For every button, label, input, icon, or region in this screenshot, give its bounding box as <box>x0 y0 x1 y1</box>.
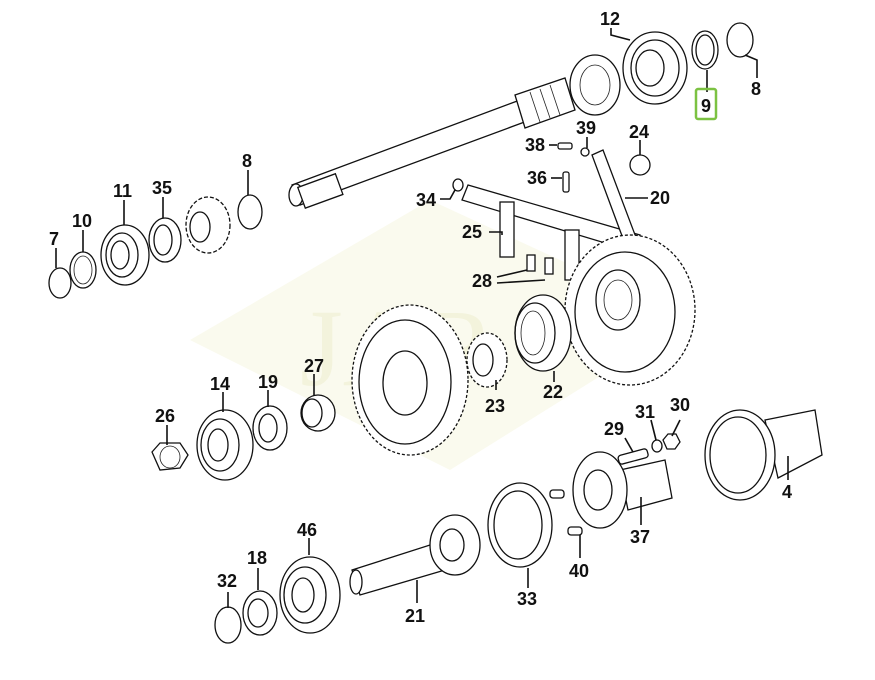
seal-35[interactable] <box>148 217 182 263</box>
washer-18[interactable] <box>242 590 278 636</box>
label-28[interactable]: 28 <box>472 271 492 291</box>
label-19[interactable]: 19 <box>258 372 278 392</box>
label-34[interactable]: 34 <box>416 190 436 210</box>
gear-23[interactable] <box>466 332 508 388</box>
nut-39[interactable] <box>580 147 590 157</box>
bearing-14[interactable] <box>196 409 254 481</box>
ring-9[interactable] <box>691 30 719 70</box>
label-24[interactable]: 24 <box>629 122 649 142</box>
pads-28[interactable] <box>526 254 554 275</box>
bearing-11[interactable] <box>100 224 150 286</box>
part-labels: 12 9 8 7 10 11 35 8 38 39 24 36 34 20 25… <box>49 9 792 626</box>
label-8-top[interactable]: 8 <box>751 79 761 99</box>
leader-lines <box>55 28 789 608</box>
synchro-22[interactable] <box>514 294 572 372</box>
label-8-left[interactable]: 8 <box>242 151 252 171</box>
selected-part-highlight <box>694 87 718 121</box>
housing-4[interactable] <box>704 409 823 501</box>
label-25[interactable]: 25 <box>462 222 482 242</box>
label-32[interactable]: 32 <box>217 571 237 591</box>
label-9[interactable]: 9 <box>701 96 711 116</box>
knob-24[interactable] <box>629 154 651 176</box>
label-11[interactable]: 11 <box>113 181 132 201</box>
label-29[interactable]: 29 <box>604 419 624 439</box>
circlip-8-left[interactable] <box>237 194 263 230</box>
label-36[interactable]: 36 <box>527 168 547 188</box>
flange-37[interactable] <box>572 451 673 529</box>
label-40[interactable]: 40 <box>569 561 589 581</box>
seal-19[interactable] <box>252 405 288 451</box>
helical-gear[interactable] <box>185 196 231 254</box>
bearing-46[interactable] <box>279 556 341 634</box>
pinion-gear[interactable] <box>569 54 621 116</box>
label-26[interactable]: 26 <box>155 406 175 426</box>
washer-31[interactable] <box>651 439 663 453</box>
label-12[interactable]: 12 <box>600 9 620 29</box>
stud-29[interactable] <box>617 448 649 465</box>
label-35[interactable]: 35 <box>152 178 172 198</box>
circlip-32[interactable] <box>214 606 242 644</box>
circlip-8-top[interactable] <box>726 22 754 58</box>
main-shaft[interactable] <box>288 77 576 209</box>
label-30[interactable]: 30 <box>670 395 690 415</box>
bolt-38[interactable] <box>557 142 573 150</box>
large-gear-right[interactable] <box>564 234 696 386</box>
label-38[interactable]: 38 <box>525 135 545 155</box>
seal-33[interactable] <box>487 482 553 568</box>
nut-26[interactable] <box>151 442 189 471</box>
large-gear-left[interactable] <box>351 304 469 456</box>
dowel-pins-40[interactable] <box>549 489 583 536</box>
label-10[interactable]: 10 <box>72 211 92 231</box>
label-46[interactable]: 46 <box>297 520 317 540</box>
label-14[interactable]: 14 <box>210 374 230 394</box>
label-37[interactable]: 37 <box>630 527 650 547</box>
label-33[interactable]: 33 <box>517 589 537 609</box>
label-31[interactable]: 31 <box>635 402 655 422</box>
bushing-27[interactable] <box>300 394 336 432</box>
label-20[interactable]: 20 <box>650 188 670 208</box>
washer-34[interactable] <box>452 178 464 192</box>
label-18[interactable]: 18 <box>247 548 267 568</box>
label-4[interactable]: 4 <box>782 482 792 502</box>
bearing-12[interactable] <box>622 31 688 105</box>
output-shaft-21[interactable] <box>349 514 481 596</box>
circlip-7[interactable] <box>48 267 72 299</box>
washer-10[interactable] <box>69 251 97 289</box>
label-22[interactable]: 22 <box>543 382 563 402</box>
nut-30[interactable] <box>662 433 681 450</box>
label-7[interactable]: 7 <box>49 229 59 249</box>
label-23[interactable]: 23 <box>485 396 505 416</box>
label-21[interactable]: 21 <box>405 606 425 626</box>
label-27[interactable]: 27 <box>304 356 324 376</box>
pin-36[interactable] <box>562 171 570 193</box>
label-39[interactable]: 39 <box>576 118 596 138</box>
